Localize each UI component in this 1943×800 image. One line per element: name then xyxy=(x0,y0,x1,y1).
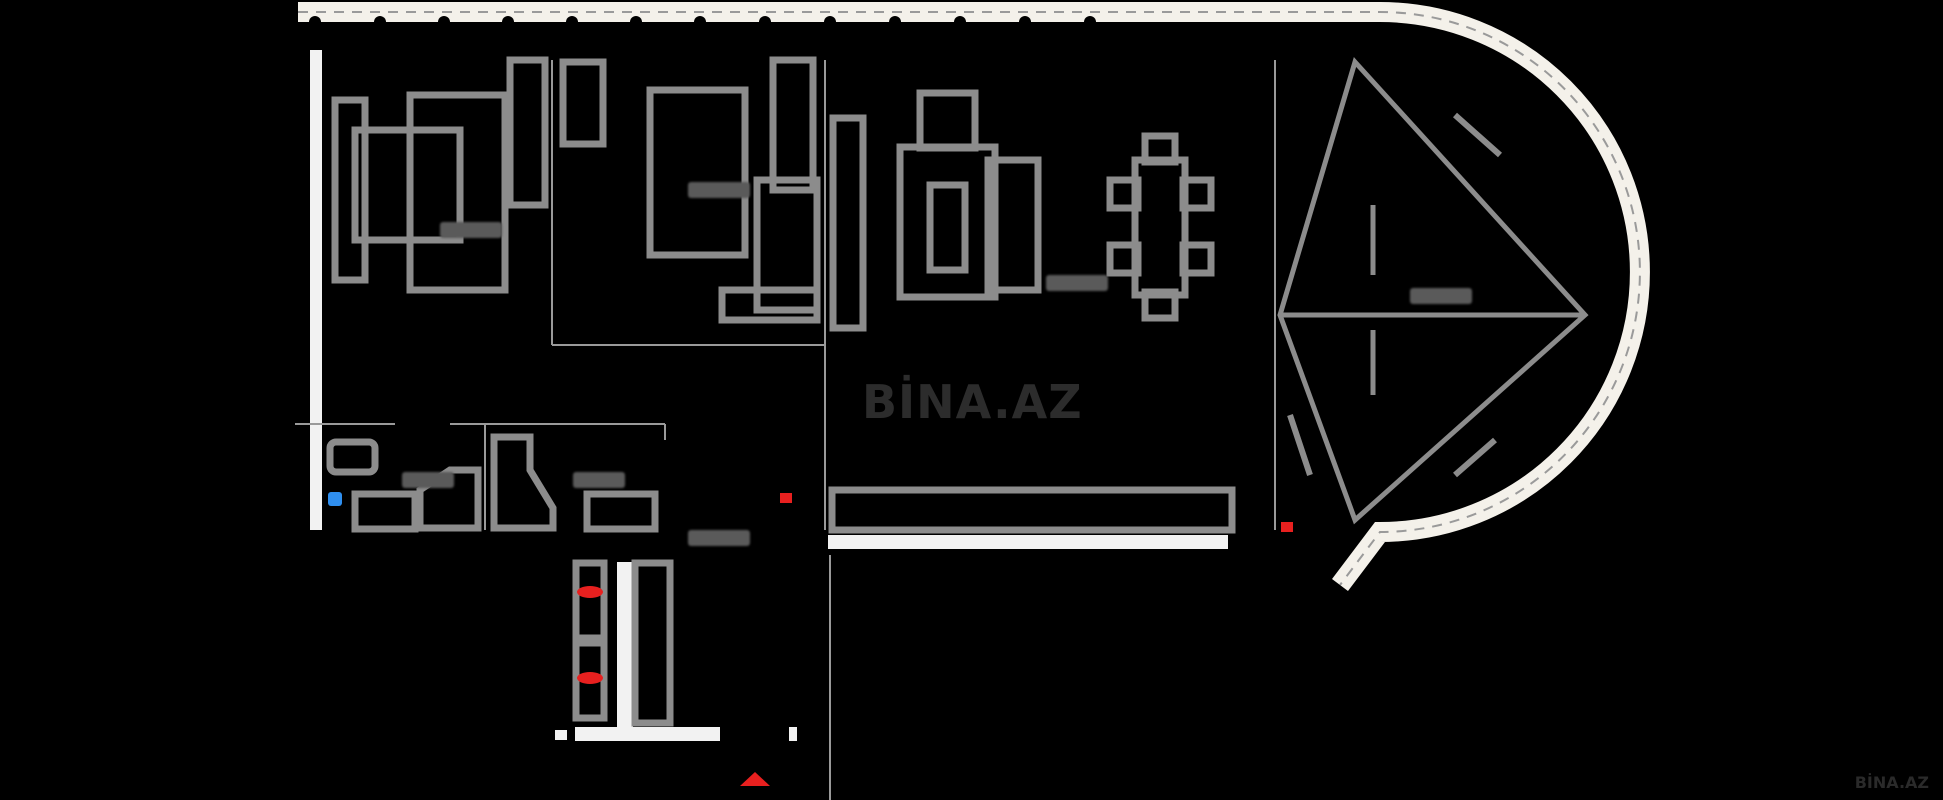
area-label-bathroom-1 xyxy=(402,472,454,488)
red-marker xyxy=(1281,522,1293,532)
markers xyxy=(328,492,1293,786)
balcony-rail xyxy=(298,1,1650,592)
walls xyxy=(310,50,1228,741)
area-label-balcony xyxy=(1410,288,1472,304)
furniture xyxy=(326,56,1589,727)
area-label-bedroom-1 xyxy=(440,222,502,238)
entrance-marker xyxy=(740,772,770,786)
red-marker xyxy=(577,672,603,684)
area-label-living xyxy=(1046,275,1108,291)
area-label-hallway xyxy=(688,530,750,546)
red-marker xyxy=(577,586,603,598)
partitions xyxy=(295,60,1276,800)
watermark-corner: BİNA.AZ xyxy=(1854,773,1929,792)
red-marker xyxy=(780,493,792,503)
area-label-bathroom-2 xyxy=(573,472,625,488)
blue-marker xyxy=(328,492,342,506)
watermark-center: BİNA.AZ xyxy=(862,375,1083,429)
area-label-bedroom-2 xyxy=(688,182,750,198)
